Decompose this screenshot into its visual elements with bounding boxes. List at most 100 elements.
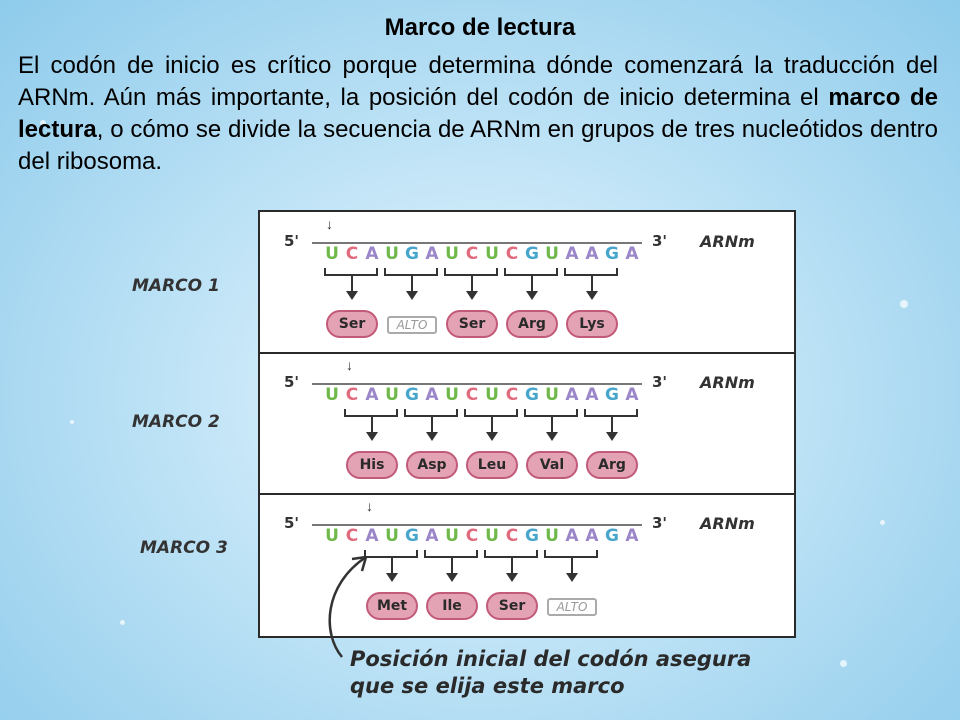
nucleotide: A (425, 385, 439, 405)
translation-arrow-icon (566, 558, 578, 582)
translation-arrow-icon (546, 417, 558, 441)
codon-bracket (484, 550, 538, 558)
nucleotide: C (465, 244, 479, 264)
codon-bracket (424, 550, 478, 558)
nucleotide: C (345, 526, 359, 546)
three-prime-label: 3' (652, 232, 668, 250)
amino-acid-arg: Arg (586, 451, 638, 479)
translation-arrow-icon (446, 558, 458, 582)
nucleotide: A (365, 244, 379, 264)
frame-note: Posición inicial del codón asegura que s… (350, 646, 751, 700)
nucleotide: G (525, 385, 539, 405)
codon-bracket (444, 268, 498, 276)
five-prime-label: 5' (284, 373, 300, 391)
nucleotide: G (405, 244, 419, 264)
translation-arrow-icon (366, 417, 378, 441)
three-prime-label: 3' (652, 373, 668, 391)
start-position-arrow-icon: ↓ (366, 498, 373, 514)
nucleotide: G (605, 385, 619, 405)
amino-acid-met: Met (366, 592, 418, 620)
mrna-strand-line (312, 383, 642, 385)
frame-label-3: MARCO 3 (140, 538, 228, 558)
nucleotide: A (365, 526, 379, 546)
intro-text-start: El codón de inicio es crítico porque det… (18, 52, 938, 111)
frame-label-2: MARCO 2 (132, 412, 220, 432)
nucleotide: U (445, 244, 459, 264)
codon-bracket (324, 268, 378, 276)
mrna-label: ARNm (700, 514, 755, 533)
nucleotide: C (505, 244, 519, 264)
amino-acid-ser: Ser (446, 310, 498, 338)
nucleotide: G (525, 244, 539, 264)
nucleotide: A (565, 526, 579, 546)
five-prime-label: 5' (284, 232, 300, 250)
nucleotide: U (385, 385, 399, 405)
amino-acid-ser: Ser (326, 310, 378, 338)
nucleotide: U (545, 244, 559, 264)
nucleotide: G (605, 244, 619, 264)
amino-acid-lys: Lys (566, 310, 618, 338)
start-position-arrow-icon: ↓ (346, 357, 353, 373)
nucleotide: U (545, 526, 559, 546)
nucleotide: U (325, 526, 339, 546)
nucleotide: A (425, 526, 439, 546)
amino-acid-leu: Leu (466, 451, 518, 479)
three-prime-label: 3' (652, 514, 668, 532)
five-prime-label: 5' (284, 514, 300, 532)
translation-arrow-icon (466, 276, 478, 300)
codon-bracket (504, 268, 558, 276)
nucleotide: C (345, 244, 359, 264)
amino-acid-his: His (346, 451, 398, 479)
nucleotide: A (625, 244, 639, 264)
codon-bracket (584, 409, 638, 417)
nucleotide: A (425, 244, 439, 264)
amino-acid-asp: Asp (406, 451, 458, 479)
amino-acid-ser: Ser (486, 592, 538, 620)
translation-arrow-icon (526, 276, 538, 300)
translation-arrow-icon (486, 417, 498, 441)
translation-arrow-icon (346, 276, 358, 300)
codon-bracket (464, 409, 518, 417)
nucleotide: C (505, 526, 519, 546)
translation-arrow-icon (586, 276, 598, 300)
nucleotide: U (485, 526, 499, 546)
nucleotide: U (485, 244, 499, 264)
stop-codon-label: ALTO (547, 598, 597, 616)
nucleotide: A (625, 526, 639, 546)
nucleotide: U (445, 526, 459, 546)
nucleotide: A (625, 385, 639, 405)
slide-title: Marco de lectura (384, 14, 576, 41)
nucleotide: U (545, 385, 559, 405)
note-line-2: que se elija este marco (350, 674, 625, 698)
translation-arrow-icon (426, 417, 438, 441)
nucleotide: A (365, 385, 379, 405)
nucleotide: A (585, 385, 599, 405)
nucleotide: A (565, 244, 579, 264)
nucleotide: U (445, 385, 459, 405)
nucleotide: A (565, 385, 579, 405)
codon-bracket (364, 550, 418, 558)
codon-bracket (404, 409, 458, 417)
translation-arrow-icon (606, 417, 618, 441)
nucleotide: G (405, 385, 419, 405)
start-position-arrow-icon: ↓ (326, 216, 333, 232)
nucleotide: G (405, 526, 419, 546)
mrna-label: ARNm (700, 232, 755, 251)
codon-bracket (384, 268, 438, 276)
mrna-strand-line (312, 242, 642, 244)
nucleotide: U (325, 385, 339, 405)
note-line-1: Posición inicial del codón asegura (350, 647, 752, 671)
intro-paragraph: El codón de inicio es crítico porque det… (18, 50, 938, 178)
frame-label-1: MARCO 1 (132, 276, 220, 296)
nucleotide: C (465, 526, 479, 546)
codon-bracket (544, 550, 598, 558)
nucleotide: C (345, 385, 359, 405)
mrna-label: ARNm (700, 373, 755, 392)
translation-arrow-icon (506, 558, 518, 582)
amino-acid-ile: Ile (426, 592, 478, 620)
intro-text-end: , o cómo se divide la secuencia de ARNm … (18, 116, 938, 175)
translation-arrow-icon (406, 276, 418, 300)
stop-codon-label: ALTO (387, 316, 437, 334)
